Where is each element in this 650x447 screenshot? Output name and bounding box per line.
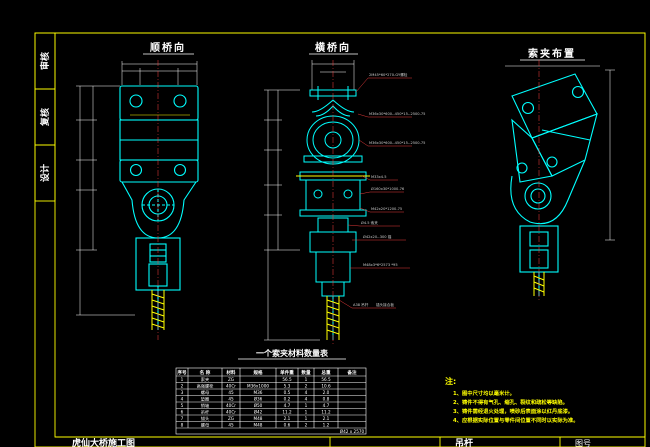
callout-8: Ø42x20--300 锚 — [363, 234, 392, 239]
table-cell: 45 — [228, 397, 234, 402]
table-cell: 0.6 — [284, 423, 291, 428]
view3-drawing — [505, 60, 615, 300]
table-cell: 7 — [181, 416, 184, 421]
callout-2: M36x30*600--450*15--2500-75 — [369, 112, 425, 116]
title-drawing: 吊杆 — [455, 437, 473, 447]
callout-7: Ø4.5 索夹 — [361, 220, 378, 225]
table-cell: 2 — [305, 423, 308, 428]
view2-drawing: 2M45*60*270-GY螺栓 M36x30*600--450*15--250… — [264, 60, 425, 345]
table-cell: 4 — [181, 397, 184, 402]
table-cell: 2.1 — [323, 416, 330, 421]
table-cell: M48 — [254, 423, 263, 428]
table-cell: 1 — [305, 410, 308, 415]
table-cell: 0.2 — [284, 397, 291, 402]
table-cell: 4.7 — [323, 403, 330, 408]
table-cell: 2.1 — [284, 416, 291, 421]
table-header-3: 规格 — [253, 369, 263, 376]
table-cell: 4.7 — [284, 403, 291, 408]
table-cell: 11.2 — [282, 410, 292, 415]
callout-4: M33x4.5 — [371, 175, 387, 179]
table-cell: 10.6 — [321, 384, 331, 389]
callout-3: M36x30*600--450*15--2500-75 — [369, 141, 425, 145]
table-cell: ZG — [228, 377, 234, 382]
table-header-2: 材料 — [225, 369, 236, 376]
note-1: 1、图中尺寸均以毫米计。 — [453, 389, 515, 397]
title-project: 虎仙大桥施工图 — [72, 437, 135, 447]
table-header-1: 名 称 — [200, 369, 211, 376]
table-header-0: 序号 — [177, 369, 187, 376]
table-cell: 吊杆 — [201, 409, 210, 416]
view2-title: 横桥向 — [315, 41, 351, 54]
callout-6: M42x20*1200-75 — [371, 207, 402, 211]
table-cell: 45 — [228, 423, 234, 428]
table-cell: 40Cr — [226, 403, 236, 408]
table-cell: M36 — [254, 390, 263, 395]
note-4: 4、应根据实际位置与零件间位置不同时以实际为准。 — [453, 416, 579, 424]
table-cell: 锚头 — [201, 415, 209, 422]
table-title: 一个索夹材料数量表 — [256, 348, 329, 358]
table-cell: M36x1000 — [247, 384, 269, 389]
side-block: 审核 复核 设计 — [39, 52, 51, 182]
note-3: 3、铸件需经退火处理，喷砂后表面涂以红丹底漆。 — [453, 407, 573, 415]
table-header-4: 单件重 — [280, 369, 294, 376]
note-2: 2、铸件不得有气孔、缩孔、裂纹和疏松等缺陷。 — [453, 398, 568, 406]
side-label-bottom: 设计 — [39, 164, 51, 182]
table-cell: 1 — [305, 403, 308, 408]
table-cell: 螺母 — [201, 422, 209, 429]
view1-drawing — [76, 60, 199, 340]
drawing-frame — [34, 32, 646, 447]
table-cell: 40Cr — [226, 384, 236, 389]
table-cell: 5 — [181, 403, 184, 408]
table-cell: 8 — [181, 423, 184, 428]
table-cell: 4 — [305, 390, 308, 395]
table-cell: 1 — [305, 416, 308, 421]
side-label-top: 审核 — [39, 52, 51, 70]
view1-title: 顺桥向 — [150, 41, 186, 54]
table-footer: Ø42 x 2570 — [340, 429, 365, 434]
table-cell: 垫圈 — [201, 396, 209, 403]
title-label: 图号 — [575, 439, 591, 447]
table-cell: 3 — [181, 390, 184, 395]
view3-title: 索夹布置 — [528, 47, 576, 60]
table-cell: 6 — [181, 410, 184, 415]
callout-11: 锚头接合板 — [376, 302, 394, 307]
table-cell: 11.2 — [321, 410, 331, 415]
callout-5: Ø160x30*1000-76 — [371, 186, 405, 191]
material-table: 序号 名 称 材料 规格 单件重 数量 总重 备注 1 索夹 ZG 56.5 1 56.5… — [175, 367, 367, 435]
table-cell: 索夹 — [201, 376, 209, 383]
table-cell: Ø50 — [254, 403, 263, 408]
table-cell: 2 — [305, 384, 308, 389]
table-cell: 0.5 — [284, 390, 291, 395]
callout-1: 2M45*60*270-GY螺栓 — [369, 72, 408, 77]
table-cell: 0.8 — [323, 397, 330, 402]
table-cell: 1 — [181, 377, 184, 382]
table-cell: 1.2 — [323, 423, 330, 428]
callout-10: A38 吊杆 — [353, 302, 369, 307]
table-cell: 高强螺栓 — [197, 383, 215, 390]
notes-title: 注: — [445, 376, 456, 386]
notes: 注: 1、图中尺寸均以毫米计。 2、铸件不得有气孔、缩孔、裂纹和疏松等缺陷。 3… — [445, 376, 579, 424]
title-block: 虎仙大桥施工图 吊杆 图号 — [72, 437, 591, 447]
table-cell: M48 — [254, 416, 263, 421]
table-cell: Ø36 — [254, 397, 263, 402]
table-cell: 4 — [305, 397, 308, 402]
table-cell: 1 — [305, 377, 308, 382]
table-cell: Ø42 — [254, 410, 263, 415]
table-cell: 销轴 — [201, 402, 209, 409]
table-cell: 螺母 — [201, 389, 209, 396]
table-cell: 56.5 — [321, 377, 331, 382]
table-cell: 5.3 — [284, 384, 291, 389]
table-cell: 45 — [228, 390, 234, 395]
table-header-6: 总重 — [321, 369, 331, 376]
table-cell: 2.0 — [323, 390, 330, 395]
table-cell: 40Cr — [226, 410, 236, 415]
table-cell: 2 — [181, 384, 184, 389]
table-cell: ZG — [228, 416, 234, 421]
side-label-mid: 复核 — [39, 108, 51, 127]
table-cell: 56.5 — [282, 377, 292, 382]
callout-9: M48x3*6*2573 *95 — [363, 263, 398, 267]
table-header-5: 数量 — [301, 369, 311, 376]
table-header-7: 备注 — [346, 369, 357, 376]
